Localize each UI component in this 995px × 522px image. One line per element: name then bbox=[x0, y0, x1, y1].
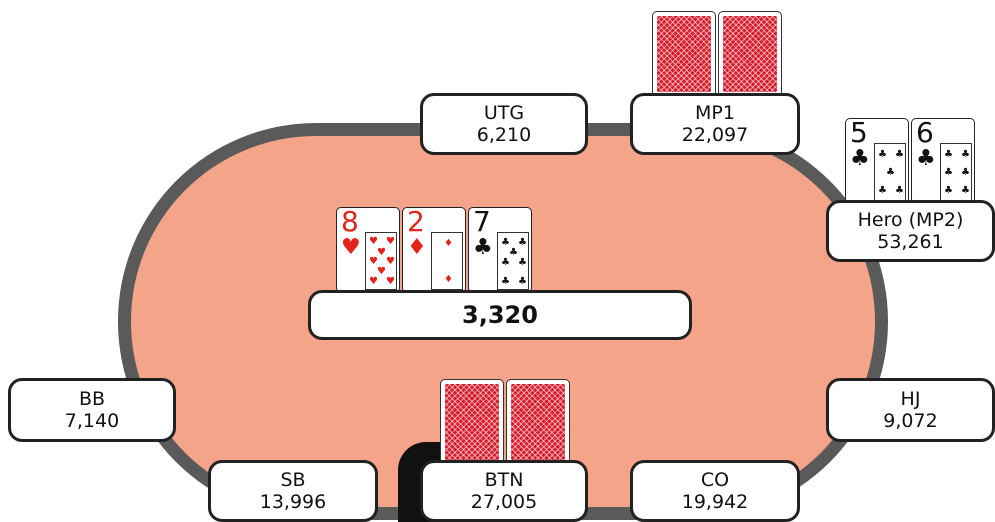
seat-stack: 6,210 bbox=[423, 124, 585, 146]
seat-stack: 13,996 bbox=[211, 491, 375, 513]
seat-name: BTN bbox=[423, 469, 585, 491]
hero-card-1: 5 ♣ ♣ ♣ ♣ ♣ ♣ bbox=[845, 118, 909, 204]
board-card-1: 8 ♥ ♥ ♥ ♥ ♥ ♥ ♥ ♥ ♥ bbox=[336, 207, 400, 293]
card-rank: 8 bbox=[341, 207, 359, 238]
seat-stack: 19,942 bbox=[633, 491, 797, 513]
seat-name: MP1 bbox=[633, 102, 797, 124]
seat-stack: 53,261 bbox=[829, 231, 992, 253]
card-rank: 5 bbox=[850, 118, 868, 149]
board-card-2: 2 ♦ ♦ ♦ bbox=[402, 207, 466, 293]
mp1-facedown-card-2 bbox=[718, 11, 782, 97]
seat-sb[interactable]: SB 13,996 bbox=[208, 460, 378, 522]
pot-amount: 3,320 bbox=[462, 301, 538, 329]
card-rank: 6 bbox=[916, 118, 934, 149]
seat-stack: 7,140 bbox=[11, 410, 173, 432]
seat-co[interactable]: CO 19,942 bbox=[630, 460, 800, 522]
seat-utg[interactable]: UTG 6,210 bbox=[420, 93, 588, 155]
mp1-facedown-card-1 bbox=[652, 11, 716, 97]
seat-bb[interactable]: BB 7,140 bbox=[8, 378, 176, 442]
heart-icon: ♥ bbox=[341, 236, 361, 260]
card-face: ♦ ♦ bbox=[431, 232, 463, 290]
card-rank: 2 bbox=[407, 207, 425, 238]
seat-mp1[interactable]: MP1 22,097 bbox=[630, 93, 800, 155]
btn-facedown-card-2 bbox=[506, 379, 570, 465]
seat-name: HJ bbox=[829, 388, 992, 410]
seat-hj[interactable]: HJ 9,072 bbox=[826, 378, 995, 442]
board-card-3: 7 ♣ ♣ ♣ ♣ ♣ ♣ ♣ ♣ bbox=[468, 207, 532, 293]
card-rank: 7 bbox=[473, 207, 491, 238]
hero-card-2: 6 ♣ ♣ ♣ ♣ ♣ ♣ ♣ bbox=[911, 118, 975, 204]
diamond-icon: ♦ bbox=[407, 236, 427, 260]
seat-name: BB bbox=[11, 388, 173, 410]
card-face: ♣ ♣ ♣ ♣ ♣ ♣ bbox=[940, 143, 972, 201]
card-face: ♥ ♥ ♥ ♥ ♥ ♥ ♥ ♥ bbox=[365, 232, 397, 290]
seat-hero[interactable]: Hero (MP2) 53,261 bbox=[826, 200, 995, 262]
seat-stack: 27,005 bbox=[423, 491, 585, 513]
pot-display: 3,320 bbox=[308, 290, 692, 340]
club-icon: ♣ bbox=[850, 147, 870, 171]
card-face: ♣ ♣ ♣ ♣ ♣ ♣ ♣ bbox=[497, 232, 529, 290]
seat-name: CO bbox=[633, 469, 797, 491]
club-icon: ♣ bbox=[916, 147, 936, 171]
seat-name: UTG bbox=[423, 102, 585, 124]
club-icon: ♣ bbox=[473, 236, 493, 260]
seat-stack: 9,072 bbox=[829, 410, 992, 432]
seat-stack: 22,097 bbox=[633, 124, 797, 146]
btn-facedown-card-1 bbox=[440, 379, 504, 465]
card-face: ♣ ♣ ♣ ♣ ♣ bbox=[874, 143, 906, 201]
seat-name: SB bbox=[211, 469, 375, 491]
seat-btn[interactable]: BTN 27,005 bbox=[420, 460, 588, 522]
seat-name: Hero (MP2) bbox=[829, 209, 992, 231]
